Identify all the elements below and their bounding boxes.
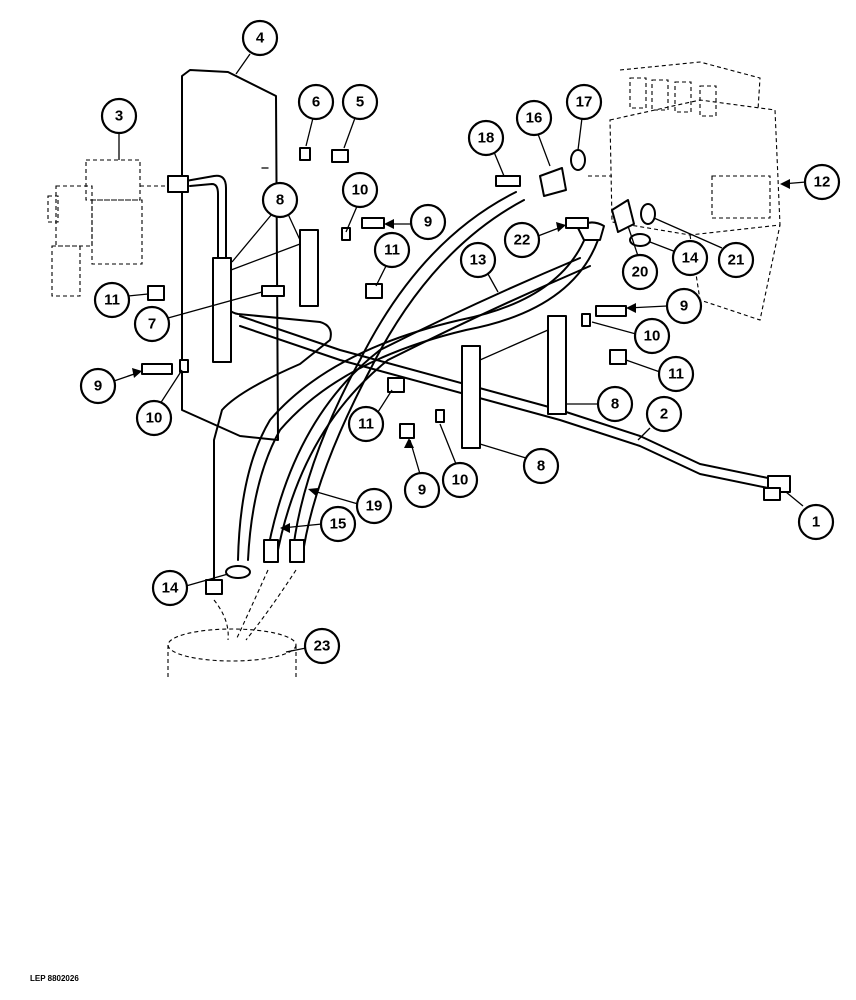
callout-1: 1 xyxy=(785,491,835,541)
callout-16: 16 xyxy=(515,99,553,167)
svg-text:11: 11 xyxy=(384,242,400,259)
callout-19: 19 xyxy=(308,487,393,525)
hydraulic-tank xyxy=(167,628,297,680)
svg-text:11: 11 xyxy=(104,292,120,309)
callout-23: 23 xyxy=(285,627,341,665)
callout-18: 18 xyxy=(467,119,505,177)
svg-text:22: 22 xyxy=(514,232,531,249)
svg-text:10: 10 xyxy=(644,328,661,345)
svg-text:9: 9 xyxy=(680,298,688,315)
callout-11: 11 xyxy=(347,389,393,443)
svg-text:8: 8 xyxy=(276,192,284,209)
svg-text:23: 23 xyxy=(314,638,331,655)
mounting-plate xyxy=(181,69,279,441)
svg-text:9: 9 xyxy=(424,214,432,231)
callout-11: 11 xyxy=(625,355,695,393)
svg-text:10: 10 xyxy=(452,472,469,489)
callout-2: 2 xyxy=(637,395,683,441)
svg-text:6: 6 xyxy=(312,94,320,111)
svg-text:8: 8 xyxy=(537,458,545,475)
drawing-reference-code: LEP 8802026 xyxy=(30,974,79,983)
svg-text:15: 15 xyxy=(330,516,347,533)
fittings-and-fasteners xyxy=(141,147,791,595)
svg-text:11: 11 xyxy=(668,366,684,383)
callouts: 1 2 3 4 5 6 xyxy=(79,19,841,665)
svg-text:4: 4 xyxy=(256,30,265,47)
callout-11: 11 xyxy=(373,231,411,287)
callout-3: 3 xyxy=(100,97,138,160)
svg-text:9: 9 xyxy=(418,482,426,499)
callout-14: 14 xyxy=(151,569,229,607)
callout-8: 8 xyxy=(231,181,301,263)
callout-9: 9 xyxy=(384,203,447,241)
svg-text:13: 13 xyxy=(470,252,487,269)
callout-10: 10 xyxy=(439,423,479,499)
svg-text:9: 9 xyxy=(94,378,102,395)
callout-6: 6 xyxy=(297,83,335,147)
svg-text:14: 14 xyxy=(682,250,699,267)
callout-22: 22 xyxy=(503,221,566,259)
callout-15: 15 xyxy=(280,505,357,543)
svg-text:1: 1 xyxy=(812,514,820,531)
callout-8: 8 xyxy=(479,443,560,485)
svg-text:5: 5 xyxy=(356,94,364,111)
callout-20: 20 xyxy=(621,225,659,291)
svg-text:14: 14 xyxy=(162,580,179,597)
svg-text:2: 2 xyxy=(660,406,668,423)
svg-text:12: 12 xyxy=(814,174,831,191)
svg-text:10: 10 xyxy=(352,182,369,199)
svg-text:7: 7 xyxy=(148,316,156,333)
svg-text:21: 21 xyxy=(728,252,745,269)
svg-text:8: 8 xyxy=(611,396,619,413)
callout-8: 8 xyxy=(566,385,634,423)
callout-14: 14 xyxy=(649,239,709,277)
callout-10: 10 xyxy=(135,369,183,437)
callout-9: 9 xyxy=(403,438,441,509)
callout-13: 13 xyxy=(459,241,499,293)
clamp-blocks xyxy=(212,229,567,449)
control-valve-bank xyxy=(588,61,781,321)
svg-text:18: 18 xyxy=(478,130,495,147)
svg-text:11: 11 xyxy=(358,416,374,433)
callout-17: 17 xyxy=(565,83,603,151)
callout-7: 7 xyxy=(133,291,263,343)
svg-text:10: 10 xyxy=(146,410,163,427)
callout-12: 12 xyxy=(780,163,841,201)
callout-21: 21 xyxy=(653,217,755,279)
svg-text:20: 20 xyxy=(632,264,649,281)
svg-text:16: 16 xyxy=(526,110,543,127)
solenoid-valve xyxy=(47,159,170,297)
callout-11: 11 xyxy=(93,281,149,319)
callout-5: 5 xyxy=(341,83,379,149)
pipes-and-hoses xyxy=(179,174,769,641)
svg-text:3: 3 xyxy=(115,108,123,125)
svg-text:17: 17 xyxy=(576,94,593,111)
callout-10: 10 xyxy=(591,317,671,355)
callout-10: 10 xyxy=(341,171,379,233)
callout-4: 4 xyxy=(235,19,279,75)
callout-9: 9 xyxy=(626,287,703,325)
callout-9: 9 xyxy=(79,367,142,405)
svg-text:19: 19 xyxy=(366,498,383,515)
